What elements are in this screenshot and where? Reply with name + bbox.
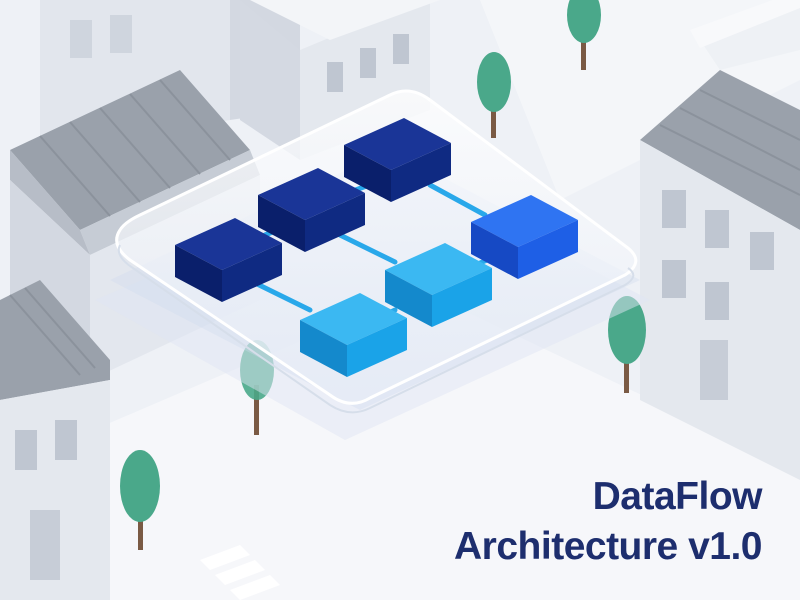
caption-title: DataFlow — [592, 475, 763, 518]
crosswalk — [200, 545, 280, 600]
tree-top-center — [477, 52, 511, 138]
node-mid-blue — [471, 195, 578, 279]
connector-4 — [337, 232, 398, 265]
connector-5 — [252, 280, 313, 313]
building-bottom-left — [0, 280, 110, 600]
node-light-2 — [300, 293, 407, 377]
node-dark-3 — [344, 118, 451, 202]
street — [0, 290, 800, 600]
node-dark-2 — [258, 168, 365, 252]
node-light-1 — [385, 243, 492, 327]
connector-3 — [427, 182, 488, 218]
node-dark-1 — [175, 218, 282, 302]
caption-subtitle: Architecture v1.0 — [454, 525, 762, 568]
tree-bottom-left — [120, 450, 160, 550]
building-right — [640, 0, 800, 480]
glass-platform-upper — [115, 89, 638, 414]
diagram-caption: DataFlow Architecture v1.0 — [454, 472, 762, 572]
tree-top-right — [567, 0, 601, 70]
